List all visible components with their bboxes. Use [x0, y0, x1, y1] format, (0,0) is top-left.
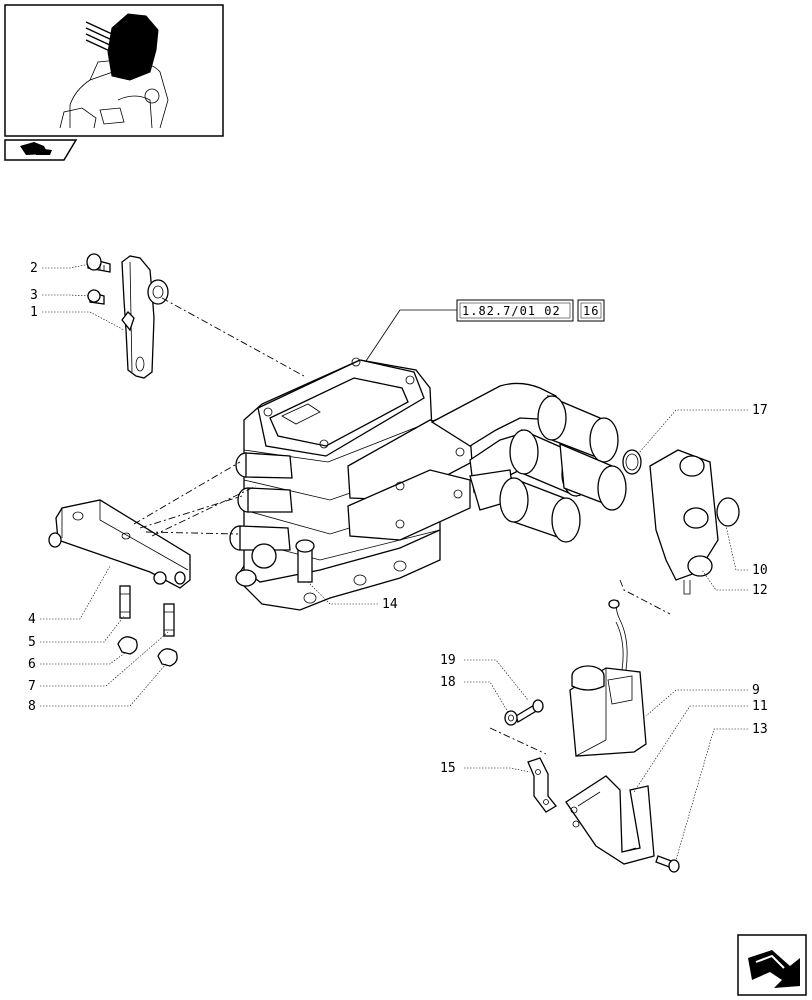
- callout-4[interactable]: 4: [28, 612, 36, 627]
- bolt-part-3: [87, 289, 105, 305]
- reservoir-bracket-part-11: [565, 775, 655, 865]
- control-valve-block: [229, 357, 473, 611]
- callout-5[interactable]: 5: [28, 635, 36, 650]
- support-bar: [48, 499, 191, 589]
- screw-part-19: [515, 699, 544, 723]
- callout-18[interactable]: 18: [440, 675, 456, 690]
- callout-12[interactable]: 12: [752, 583, 768, 598]
- reservoir-part-9: [569, 599, 647, 757]
- callout-1[interactable]: 1: [30, 305, 38, 320]
- bolt-part-2: [86, 253, 111, 273]
- coupler-holder-part-12: [649, 449, 719, 595]
- mounting-bracket: [121, 255, 169, 379]
- pin-part-7: [163, 603, 175, 637]
- callout-14[interactable]: 14: [382, 597, 398, 612]
- callout-6[interactable]: 6: [28, 657, 36, 672]
- callout-15[interactable]: 15: [440, 761, 456, 776]
- tractor-tab-icon[interactable]: [4, 139, 78, 161]
- reference-code: 1.82.7/01 02: [462, 304, 561, 318]
- washer-part-18: [504, 710, 518, 726]
- callout-19[interactable]: 19: [440, 653, 456, 668]
- reference-box[interactable]: 1.82.7/01 02 16: [359, 299, 605, 371]
- bracket-part-15: [527, 757, 557, 813]
- callout-17[interactable]: 17: [752, 403, 768, 418]
- callout-labels: 2 3 1 4 5 6 7 8 9 10 11 12 13 14 15 17 1…: [28, 261, 768, 776]
- callout-9[interactable]: 9: [752, 683, 760, 698]
- callout-8[interactable]: 8: [28, 699, 36, 714]
- clip-part-8: [157, 648, 178, 667]
- coupler-pipes: [430, 382, 627, 543]
- pin-part-5: [119, 585, 131, 619]
- assembly-lines: [133, 297, 671, 755]
- o-ring-part-17: [622, 449, 642, 475]
- dust-cap-part-10: [716, 497, 740, 527]
- callout-7[interactable]: 7: [28, 679, 36, 694]
- callout-3[interactable]: 3: [30, 288, 38, 303]
- callout-10[interactable]: 10: [752, 563, 768, 578]
- bolt-part-13: [655, 855, 680, 873]
- callout-13[interactable]: 13: [752, 722, 768, 737]
- callout-2[interactable]: 2: [30, 261, 38, 276]
- locator-thumbnail[interactable]: [4, 4, 224, 137]
- callout-11[interactable]: 11: [752, 699, 768, 714]
- reference-sheet: 16: [583, 304, 599, 318]
- clip-part-6: [117, 636, 138, 655]
- next-page-arrow-icon[interactable]: [737, 934, 807, 996]
- leader-lines: [40, 263, 748, 861]
